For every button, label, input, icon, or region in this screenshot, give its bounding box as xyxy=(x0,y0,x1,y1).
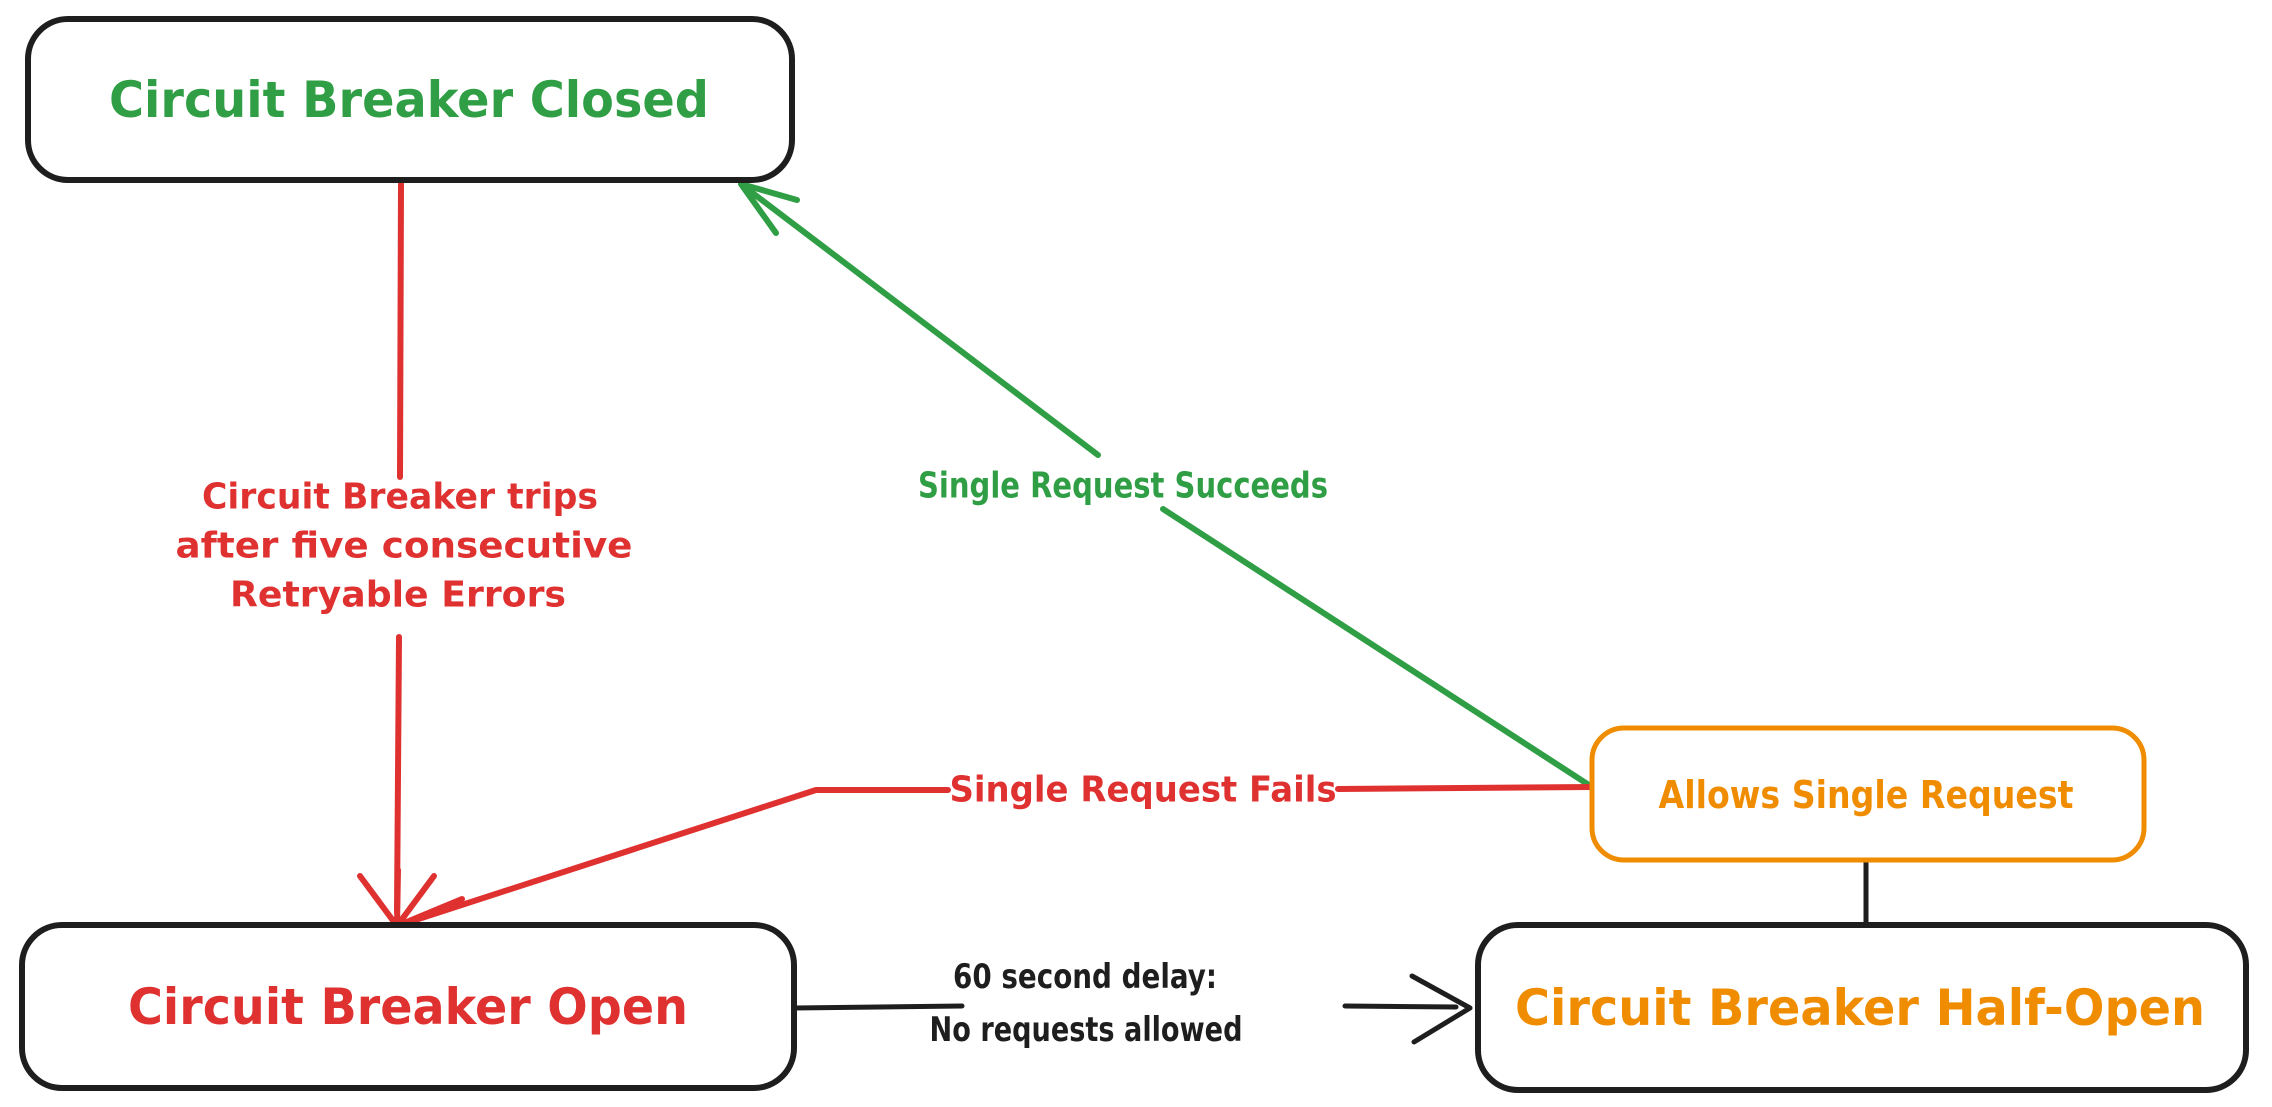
node-box-closed xyxy=(25,16,795,183)
edge-fails-label: Single Request Fails xyxy=(950,770,1337,811)
node-circuit-breaker-half-open: Circuit Breaker Half-Open xyxy=(1475,922,2249,1093)
node-circuit-breaker-open: Circuit Breaker Open xyxy=(19,922,797,1091)
edge-trip-label-line3: Retryable Errors xyxy=(230,575,566,616)
edge-delay-arrowhead xyxy=(1409,973,1473,1045)
node-circuit-breaker-closed: Circuit Breaker Closed xyxy=(25,16,795,183)
node-label-closed: Circuit Breaker Closed xyxy=(109,71,709,129)
edge-delay: 60 second delay: No requests allowed xyxy=(791,957,1473,1050)
node-box-allows-single-request xyxy=(1589,725,2147,863)
node-box-half-open xyxy=(1475,922,2249,1093)
edge-trip-arrowhead xyxy=(357,867,465,929)
edge-trip-line-upper xyxy=(397,181,404,480)
node-box-open xyxy=(19,922,797,1091)
edge-trip-label-line2: after five consecutive xyxy=(176,526,633,567)
node-allows-single-request: Allows Single Request xyxy=(1589,725,2147,863)
edge-delay-line-right xyxy=(1342,1003,1459,1010)
node-label-allows-single-request: Allows Single Request xyxy=(1659,773,2074,817)
edge-single-request-fails: Single Request Fails xyxy=(394,770,1595,929)
edge-trip-line-lower xyxy=(394,634,402,915)
edge-fails-line-right xyxy=(1335,784,1595,792)
node-label-open: Circuit Breaker Open xyxy=(128,978,688,1036)
node-label-half-open: Circuit Breaker Half-Open xyxy=(1515,979,2205,1037)
edge-trip: Circuit Breaker trips after five consecu… xyxy=(176,181,633,929)
edge-delay-label-line2: No requests allowed xyxy=(930,1010,1243,1050)
edge-delay-line-left xyxy=(791,1003,965,1011)
edge-delay-label-line1: 60 second delay: xyxy=(953,957,1217,997)
edge-single-request-succeeds: Single Request Succeeds xyxy=(738,181,1595,790)
edge-succeeds-label: Single Request Succeeds xyxy=(918,466,1328,507)
edge-succeeds-line-lower xyxy=(1160,506,1595,790)
edge-fails-line-left xyxy=(394,787,951,929)
edge-succeeds-line-upper xyxy=(743,185,1101,458)
edge-succeeds-arrowhead xyxy=(738,181,800,236)
edge-trip-label-line1: Circuit Breaker trips xyxy=(202,477,598,518)
